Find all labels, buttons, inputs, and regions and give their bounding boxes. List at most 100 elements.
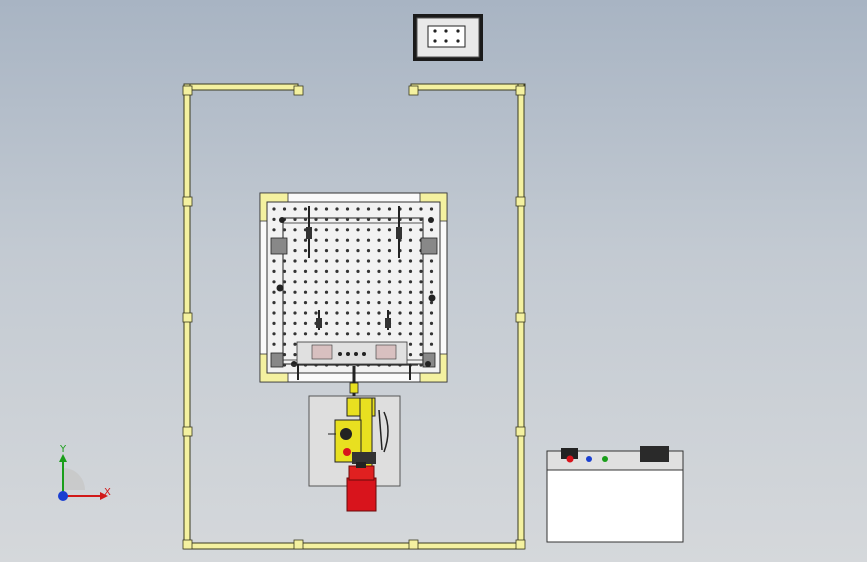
table-hole: [303, 238, 308, 242]
table-hole: [345, 332, 350, 336]
table-hole: [282, 342, 287, 346]
table-hole: [335, 290, 339, 294]
table-hole: [398, 311, 402, 315]
table-hole: [429, 280, 434, 284]
table-hole: [408, 207, 413, 211]
table-hole: [345, 259, 350, 263]
table-hole: [324, 249, 329, 253]
fence-post: [515, 85, 526, 96]
table-hole: [314, 332, 318, 336]
table-hole: [272, 217, 276, 221]
table-hole: [335, 207, 339, 211]
table-hole: [377, 290, 381, 294]
table-hole: [345, 301, 350, 305]
table-hole: [335, 249, 339, 253]
table-hole: [314, 259, 318, 263]
table-hole: [387, 249, 392, 253]
table-hole: [303, 290, 308, 294]
table-hole: [408, 301, 413, 305]
welding-robot[interactable]: [308, 366, 401, 512]
fence-post: [515, 426, 526, 437]
table-hole: [335, 321, 339, 325]
table-hole: [293, 269, 297, 273]
table-hole: [272, 342, 276, 346]
fixture-table[interactable]: [259, 192, 448, 383]
table-hole: [366, 332, 371, 336]
table-hole: [314, 238, 318, 242]
table-hole: [408, 228, 413, 232]
table-hole: [272, 332, 276, 336]
table-hole: [293, 249, 297, 253]
table-hole: [429, 342, 434, 346]
table-hole: [408, 311, 413, 315]
table-hole: [314, 311, 318, 315]
table-hole: [314, 249, 318, 253]
table-hole: [282, 332, 287, 336]
table-hole: [324, 332, 329, 336]
table-hole: [345, 269, 350, 273]
table-hole: [387, 207, 392, 211]
table-hole: [324, 290, 329, 294]
table-hole: [387, 269, 392, 273]
table-hole: [335, 311, 339, 315]
table-hole: [345, 249, 350, 253]
table-hole: [345, 228, 350, 232]
fence-panel: [183, 542, 525, 550]
table-hole: [366, 207, 371, 211]
table-hole: [408, 342, 413, 346]
safety-fence[interactable]: [182, 83, 526, 550]
control-cabinet[interactable]: [546, 446, 684, 543]
table-hole: [429, 259, 434, 263]
table-hole: [377, 259, 381, 263]
table-hole: [345, 311, 350, 315]
x-axis-label: X: [104, 487, 111, 498]
table-hole: [429, 290, 434, 294]
green-button-icon[interactable]: [602, 456, 608, 462]
table-hole: [356, 228, 360, 232]
table-hole: [366, 280, 371, 284]
table-hole: [314, 207, 318, 211]
y-axis-label: Y: [59, 444, 67, 455]
table-hole: [419, 332, 423, 336]
table-hole: [335, 280, 339, 284]
table-hole: [356, 332, 360, 336]
table-hole: [408, 280, 413, 284]
fence-post: [515, 312, 526, 323]
emergency-stop-icon[interactable]: [566, 455, 574, 463]
table-hole: [303, 280, 308, 284]
table-hole: [282, 269, 287, 273]
table-hole: [356, 301, 360, 305]
table-hole: [272, 280, 276, 284]
table-hole: [282, 290, 287, 294]
table-hole: [366, 301, 371, 305]
fence-post: [293, 85, 304, 96]
table-hole: [366, 249, 371, 253]
table-hole: [335, 228, 339, 232]
table-hole: [303, 332, 308, 336]
table-hole: [366, 269, 371, 273]
table-hole: [293, 228, 297, 232]
table-hole: [408, 353, 413, 357]
operator-panel[interactable]: [413, 14, 483, 61]
table-hole: [377, 321, 381, 325]
table-hole: [429, 207, 434, 211]
table-hole: [387, 301, 392, 305]
table-hole: [408, 249, 413, 253]
fence-post: [182, 539, 193, 550]
table-hole: [419, 207, 423, 211]
table-hole: [293, 238, 297, 242]
table-hole: [303, 207, 308, 211]
table-hole: [293, 301, 297, 305]
table-hole: [272, 311, 276, 315]
table-hole: [356, 238, 360, 242]
table-hole: [303, 269, 308, 273]
table-hole: [272, 321, 276, 325]
table-hole: [408, 269, 413, 273]
table-hole: [345, 321, 350, 325]
blue-button-icon[interactable]: [586, 456, 592, 462]
table-hole: [377, 269, 381, 273]
table-hole: [429, 301, 434, 305]
table-hole: [398, 290, 402, 294]
table-hole: [419, 311, 423, 315]
